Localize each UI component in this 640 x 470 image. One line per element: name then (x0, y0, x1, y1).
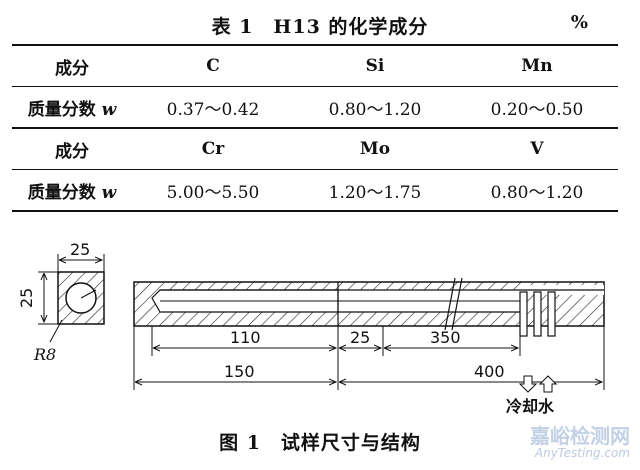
value-cell: 0.37～0.42 (132, 86, 294, 128)
dim-left-length: 150 (224, 362, 255, 381)
element-cell: Mn (456, 44, 618, 87)
dim-right-length: 400 (474, 362, 505, 381)
value-cell: 5.00～5.50 (132, 169, 294, 212)
watermark-url: AnyTesting.com (534, 446, 630, 460)
dim-gap: 25 (350, 328, 370, 347)
table-title: 表 1 H13 的化学成分 (211, 16, 429, 38)
table-row: 成分 Cr Mo V (12, 127, 618, 170)
chemical-composition-table: 成分 C Si Mn 质量分数 w 0.37～0.42 0.80～1.20 0.… (12, 44, 618, 212)
arrow-up-icon (538, 375, 558, 393)
value-cell: 0.20～0.50 (456, 86, 618, 128)
element-cell: Mo (294, 127, 456, 170)
element-cell: V (456, 127, 618, 170)
element-label: 成分 (12, 127, 132, 170)
dim-inner-length: 110 (230, 328, 261, 347)
table-row: 成分 C Si Mn (12, 44, 618, 87)
element-cell: Cr (132, 127, 294, 170)
cross-section-view: 25 25 R8 (17, 240, 105, 364)
figure-caption: 图 1 试样尺寸与结构 (219, 432, 421, 454)
cooling-water-label: 冷却水 (506, 397, 555, 416)
value-cell: 0.80～1.20 (294, 86, 456, 128)
specimen-figure: 25 25 R8 (0, 230, 640, 430)
specimen-drawing: 25 25 R8 (17, 240, 605, 416)
value-cell: 0.80～1.20 (456, 169, 618, 212)
dim-side-width: 25 (70, 240, 90, 259)
watermark-logo: 嘉峪检测网 (530, 424, 630, 448)
table-row: 质量分数 w 0.37～0.42 0.80～1.20 0.20～0.50 (12, 86, 618, 128)
dim-hole-length: 350 (430, 328, 461, 347)
table-row: 质量分数 w 5.00～5.50 1.20～1.75 0.80～1.20 (12, 169, 618, 212)
element-label: 成分 (12, 44, 132, 87)
dim-radius: R8 (33, 345, 56, 364)
mass-fraction-label: 质量分数 w (12, 86, 132, 128)
value-cell: 1.20～1.75 (294, 169, 456, 212)
element-cell: C (132, 44, 294, 87)
table-unit: % (570, 12, 588, 33)
dim-side-height: 25 (17, 288, 36, 308)
mass-fraction-label: 质量分数 w (12, 169, 132, 212)
element-cell: Si (294, 44, 456, 87)
longitudinal-view: 110 25 350 150 400 冷却水 (133, 277, 605, 416)
arrow-down-icon (518, 375, 538, 393)
